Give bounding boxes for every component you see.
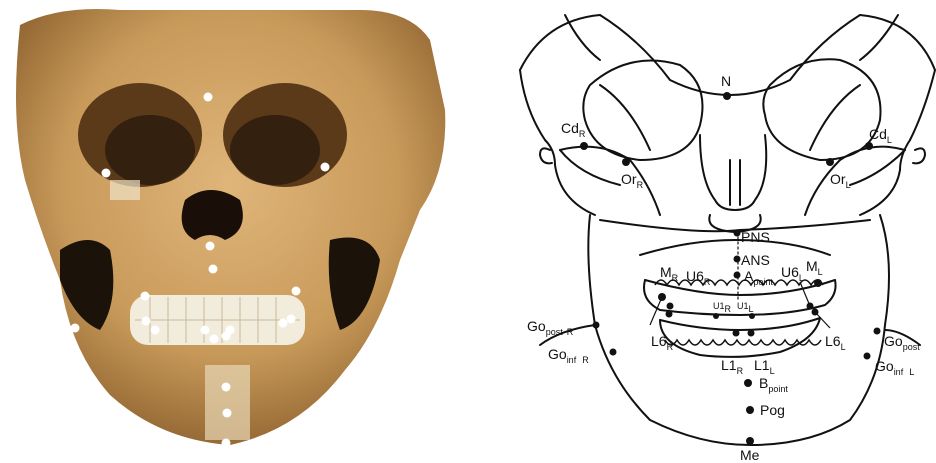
dot-pog: [746, 406, 754, 414]
photo-dot-mR: [141, 292, 150, 301]
label-l1L: L1L: [754, 357, 775, 376]
label-pog: Pog: [760, 402, 785, 418]
dot-l1L: [748, 330, 755, 337]
dot-u1R: [713, 313, 719, 319]
dot-cdR: [580, 142, 588, 150]
skull-photo: [0, 0, 470, 463]
label-b: Bpoint: [759, 375, 788, 394]
label-u1L: U1L: [737, 301, 754, 314]
label-orL: OrL: [830, 171, 851, 190]
label-a: Apoint: [744, 268, 773, 287]
dot-me: [746, 437, 754, 445]
photo-dot-pog: [223, 409, 232, 418]
label-me: Me: [740, 447, 760, 463]
drawing-landmark-dots: [580, 92, 881, 445]
label-l1R: L1R: [721, 357, 744, 376]
dot-ans: [734, 256, 741, 263]
dot-goInfR: [610, 349, 617, 356]
label-mL: ML: [806, 258, 823, 277]
photo-dot-a: [209, 265, 218, 274]
label-pns: PNS: [741, 229, 770, 245]
dot-N: [723, 92, 731, 100]
photo-dot-me: [222, 439, 231, 448]
photo-dot-l6R: [151, 326, 160, 335]
photo-dot-b: [222, 383, 231, 392]
label-l6R: L6R: [651, 333, 674, 352]
dot-orL: [826, 158, 834, 166]
photo-dot-mL: [292, 287, 301, 296]
label-N: N: [721, 73, 731, 89]
photo-dot-u6L: [279, 319, 288, 328]
photo-dot-ans: [206, 242, 215, 251]
dot-b: [744, 379, 752, 387]
dot-a: [734, 272, 741, 279]
dot-orR: [622, 158, 630, 166]
dot-mL: [814, 279, 822, 287]
skull-photo-panel: [0, 0, 470, 463]
dot-l6R: [666, 311, 673, 318]
photo-dot-goPostR: [71, 324, 80, 333]
photo-dot-or-R: [102, 169, 111, 178]
label-u1R: U1R: [713, 301, 732, 314]
label-cdR: CdR: [561, 120, 586, 139]
photo-dot-u6R: [142, 317, 151, 326]
dot-goPostL: [874, 328, 881, 335]
photo-dot-or-L: [321, 163, 330, 172]
label-l6L: L6L: [825, 333, 846, 352]
skull-line-drawing: N CdR CdL OrR OrL PNS ANS Apoint MR U6R …: [470, 0, 936, 463]
dot-u6R: [667, 303, 674, 310]
label-ans: ANS: [741, 252, 770, 268]
label-goPostL: Gopost: [884, 333, 920, 352]
dot-l1R: [733, 330, 740, 337]
photo-dot-l1L: [222, 332, 231, 341]
photo-dot-N: [204, 93, 213, 102]
dot-cdL: [865, 142, 873, 150]
photo-dot-l6L: [287, 315, 296, 324]
photo-dot-l1R: [210, 335, 219, 344]
dot-pns: [734, 230, 741, 237]
dot-goPostR: [593, 322, 600, 329]
photo-dot-goInfR: [79, 363, 88, 372]
photo-dot-u1R: [201, 326, 210, 335]
dot-goInfL: [864, 353, 871, 360]
label-cdL: CdL: [869, 126, 892, 145]
nasal-cavity: [182, 190, 243, 240]
skull-line-drawing-panel: N CdR CdL OrR OrL PNS ANS Apoint MR U6R …: [470, 0, 936, 463]
